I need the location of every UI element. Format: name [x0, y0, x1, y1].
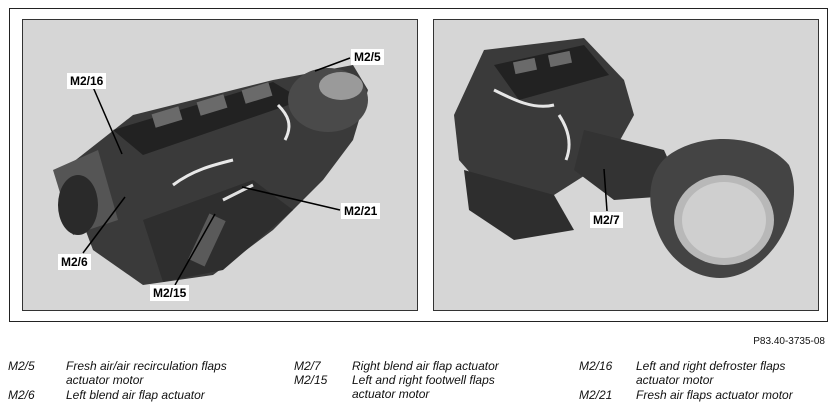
- legend-code: M2/21: [579, 388, 613, 402]
- figure-reference-number: P83.40-3735-08: [753, 336, 825, 347]
- legend-description: Fresh air/air recirculation flaps actuat…: [66, 359, 227, 387]
- legend-description: Left blend air flap actuator: [66, 388, 205, 402]
- figure-frame: M2/5 M2/16 M2/21 M2/6 M2/15 M2/7: [9, 8, 828, 322]
- callout-m2-15: M2/15: [150, 285, 190, 301]
- callout-m2-21: M2/21: [341, 203, 381, 219]
- legend-description: Left and right defroster flaps actuator …: [636, 359, 786, 387]
- legend-code: M2/7: [294, 359, 321, 373]
- legend-code: M2/15: [294, 373, 328, 387]
- callout-m2-7: M2/7: [590, 212, 623, 228]
- callout-m2-16: M2/16: [67, 73, 107, 89]
- callout-m2-5: M2/5: [351, 49, 384, 65]
- legend-description: Right blend air flap actuator: [352, 359, 499, 373]
- hvac-unit-photo-rear: [433, 19, 819, 311]
- legend-description: Left and right footwell flaps actuator m…: [352, 373, 495, 401]
- legend-description: Fresh air flaps actuator motor: [636, 388, 793, 402]
- legend: M2/5 Fresh air/air recirculation flaps a…: [0, 357, 837, 410]
- legend-code: M2/16: [579, 359, 613, 373]
- callout-m2-6: M2/6: [58, 254, 91, 270]
- legend-code: M2/5: [8, 359, 35, 373]
- legend-code: M2/6: [8, 388, 35, 402]
- hvac-unit-rear-illustration: [434, 20, 818, 310]
